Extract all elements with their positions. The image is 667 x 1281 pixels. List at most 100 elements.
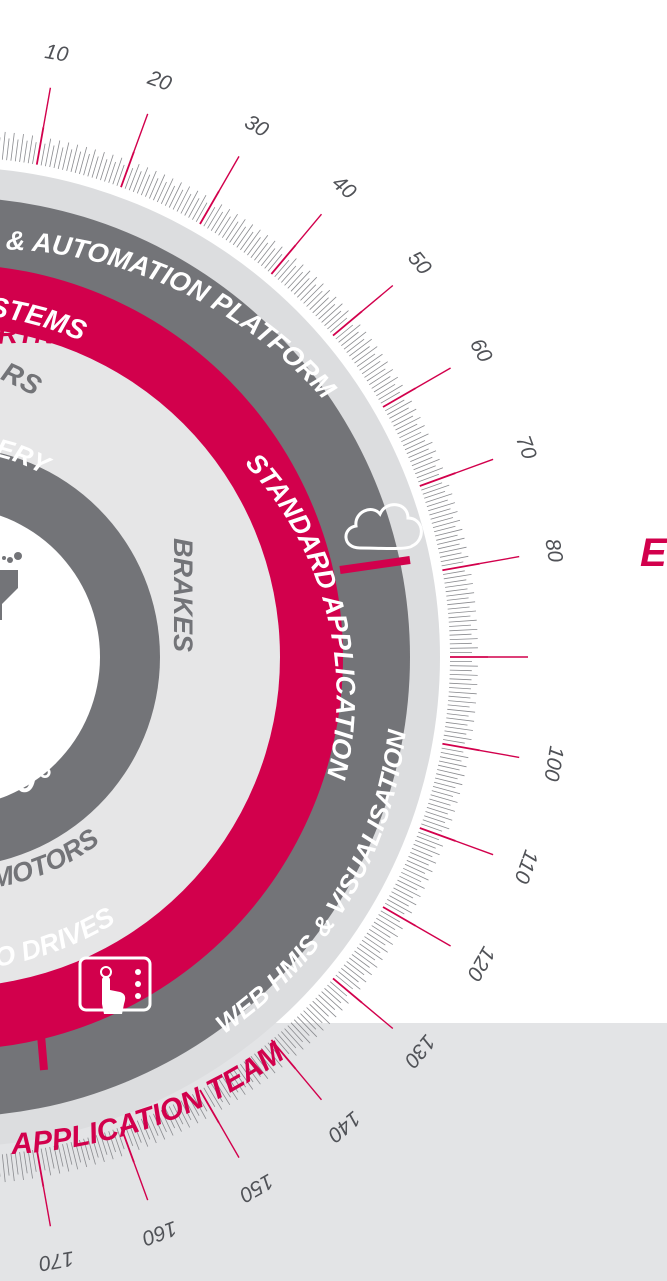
scale-tick bbox=[306, 290, 323, 307]
scale-tick bbox=[19, 1152, 24, 1180]
scale-tick bbox=[277, 1034, 297, 1056]
scale-ticks bbox=[0, 87, 528, 1227]
scale-tick bbox=[180, 1100, 192, 1121]
scale-tick bbox=[445, 721, 468, 726]
scale-tick bbox=[343, 331, 367, 350]
scale-tick bbox=[153, 174, 166, 201]
scale-tick bbox=[446, 713, 469, 717]
scale-tick bbox=[406, 441, 433, 454]
scale-tick bbox=[293, 278, 310, 295]
scale-tick bbox=[116, 1128, 125, 1150]
scale-tick bbox=[260, 1048, 276, 1066]
scale-major-tick bbox=[270, 244, 297, 275]
scale-tick bbox=[318, 994, 336, 1010]
scale-tick bbox=[66, 1143, 73, 1165]
scale-tick bbox=[435, 528, 463, 537]
scale-tick bbox=[116, 164, 125, 186]
scale-tick bbox=[128, 1123, 140, 1151]
scale-tick bbox=[428, 802, 456, 812]
scale-tick bbox=[439, 552, 462, 558]
scale-label: 20 bbox=[144, 66, 175, 96]
scale-tick bbox=[214, 1080, 231, 1106]
scale-tick bbox=[446, 717, 475, 722]
scale-tick bbox=[100, 1133, 108, 1155]
scale-tick bbox=[136, 167, 149, 194]
scale-major-tick-extension bbox=[479, 749, 520, 759]
scale-tick bbox=[349, 338, 372, 357]
scale-tick bbox=[254, 1053, 269, 1072]
scale-tick bbox=[449, 624, 472, 627]
scale-tick bbox=[447, 704, 470, 708]
scale-tick bbox=[14, 139, 19, 162]
scale-tick bbox=[309, 289, 331, 310]
scale-tick bbox=[318, 304, 336, 320]
scale-tick bbox=[156, 1111, 167, 1133]
scale-tick bbox=[327, 310, 349, 330]
scale-tick bbox=[438, 764, 460, 771]
scale-tick bbox=[257, 1050, 276, 1074]
scale-tick bbox=[1, 1154, 6, 1183]
scale-tick bbox=[221, 213, 238, 238]
scale-tick bbox=[335, 324, 354, 340]
scale-tick bbox=[448, 619, 477, 623]
scale-tick bbox=[136, 1120, 149, 1147]
scale-tick bbox=[422, 819, 450, 830]
scale-tick bbox=[447, 606, 470, 610]
scale-tick bbox=[214, 208, 231, 234]
scale-major-tick-extension bbox=[479, 555, 520, 565]
scale-tick bbox=[160, 1110, 174, 1136]
scale-tick bbox=[359, 943, 383, 961]
scale-tick bbox=[378, 914, 403, 930]
scale-tick bbox=[391, 408, 417, 423]
scale-tick bbox=[443, 574, 472, 580]
scale-tick bbox=[433, 525, 456, 533]
scale-tick bbox=[293, 1019, 310, 1036]
scale-major-tick bbox=[382, 906, 417, 927]
scale-tick bbox=[429, 798, 451, 806]
scale-tick bbox=[149, 1115, 159, 1136]
scale-tick bbox=[315, 296, 337, 317]
scale-tick bbox=[210, 1083, 224, 1103]
scale-tick bbox=[436, 773, 458, 780]
scale-major-tick bbox=[332, 310, 363, 337]
scale-tick bbox=[250, 1056, 269, 1079]
cloud-icon bbox=[344, 503, 423, 550]
scale-tick bbox=[164, 185, 176, 206]
scale-tick bbox=[387, 899, 412, 914]
scale-major-tick-extension bbox=[415, 925, 451, 947]
scale-tick bbox=[192, 1094, 207, 1119]
scale-tick bbox=[53, 140, 61, 168]
scale-tick bbox=[338, 971, 361, 990]
scale-tick bbox=[274, 1036, 290, 1055]
scale-tick bbox=[267, 1042, 283, 1061]
scale-tick bbox=[445, 726, 473, 731]
scale-tick bbox=[436, 534, 458, 541]
scale-tick bbox=[385, 902, 405, 915]
scale-major-tick bbox=[199, 1089, 220, 1124]
scale-tick bbox=[303, 283, 324, 304]
scale-tick bbox=[447, 708, 476, 713]
scale-tick bbox=[432, 519, 461, 528]
scale-major-tick-extension bbox=[42, 87, 52, 128]
scale-label: 110 bbox=[509, 847, 542, 887]
outer-top-label: RTNER bbox=[0, 318, 97, 353]
scale-tick bbox=[91, 1136, 99, 1158]
scale-tick bbox=[160, 178, 174, 204]
scale-label: 50 bbox=[403, 247, 436, 280]
scale-tick bbox=[448, 615, 471, 619]
scale-tick bbox=[300, 1013, 317, 1030]
scale-tick bbox=[401, 431, 422, 443]
scale-tick bbox=[140, 1118, 151, 1140]
scale-tick bbox=[373, 376, 399, 393]
scale-tick bbox=[395, 416, 421, 431]
scale-tick bbox=[32, 1150, 37, 1172]
scale-tick bbox=[437, 537, 465, 545]
scale-tick bbox=[74, 151, 82, 174]
scale-tick bbox=[192, 195, 207, 220]
scale-tick bbox=[324, 310, 342, 326]
scale-tick bbox=[260, 248, 276, 266]
scale-tick bbox=[156, 181, 167, 203]
scale-tick bbox=[297, 1016, 318, 1038]
scale-tick bbox=[70, 1142, 79, 1170]
